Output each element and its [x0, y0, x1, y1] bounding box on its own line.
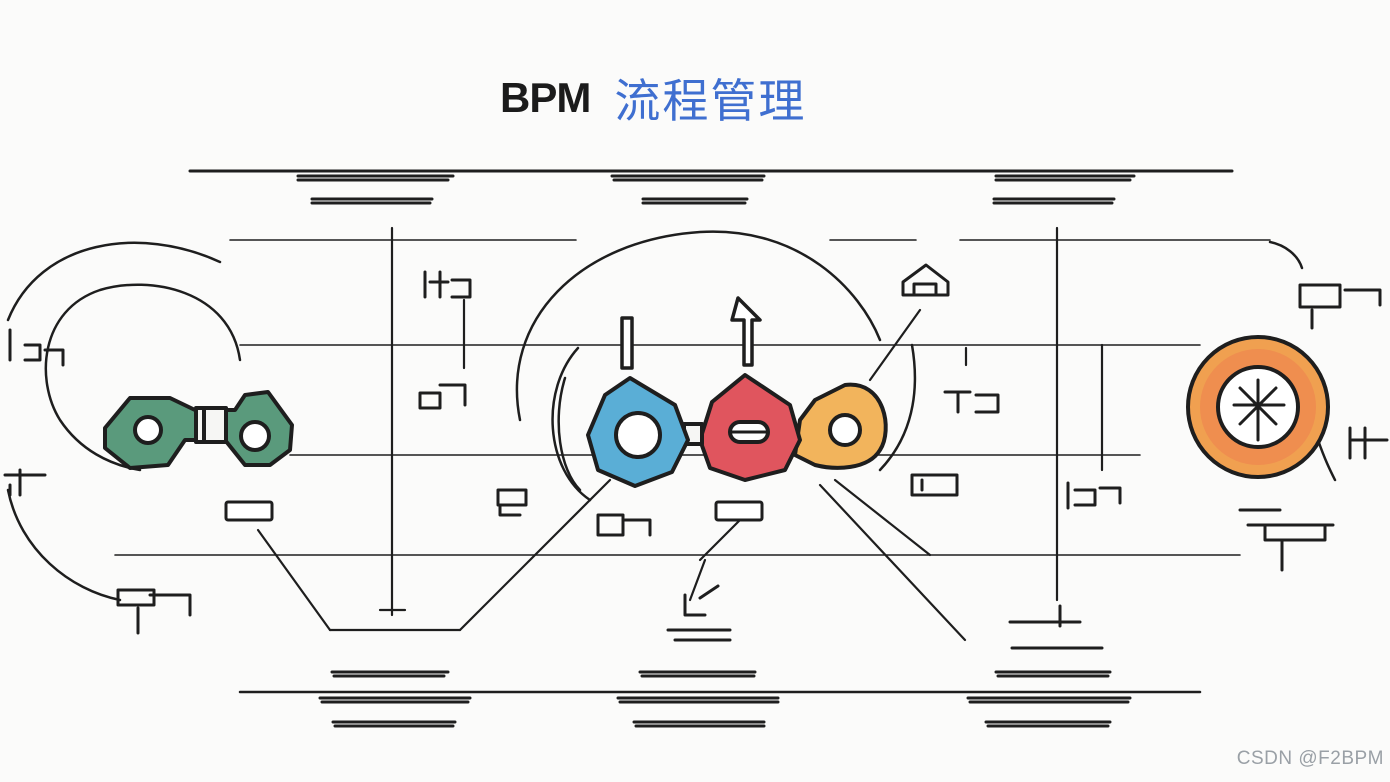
page-title: BPM 流程管理	[500, 68, 806, 128]
scribble-label-top-right	[992, 174, 1136, 205]
link-node-icon	[103, 390, 294, 470]
scribble-glyphs	[3, 270, 1389, 650]
scribble-label-bottom-left	[318, 670, 472, 728]
vertical-lines	[390, 226, 1104, 610]
scribble-label-bottom-center	[616, 670, 780, 728]
watermark: CSDN @F2BPM	[1236, 748, 1384, 769]
title-bpm: BPM	[500, 74, 591, 121]
scribble-label-top-left	[296, 174, 455, 205]
gear-ring-icon	[1186, 335, 1330, 479]
arcs	[6, 230, 1337, 602]
arrow-up-icon	[620, 296, 762, 370]
chain-node-icon	[586, 373, 888, 488]
title-process-management: 流程管理	[614, 74, 807, 128]
scribble-label-top-center	[610, 174, 766, 205]
box-icon	[224, 500, 764, 522]
scribble-label-bottom-right	[966, 670, 1132, 728]
horizontal-grid-lines	[114, 239, 1271, 694]
home-icon	[901, 263, 950, 297]
diagonal-connectors	[256, 308, 967, 642]
